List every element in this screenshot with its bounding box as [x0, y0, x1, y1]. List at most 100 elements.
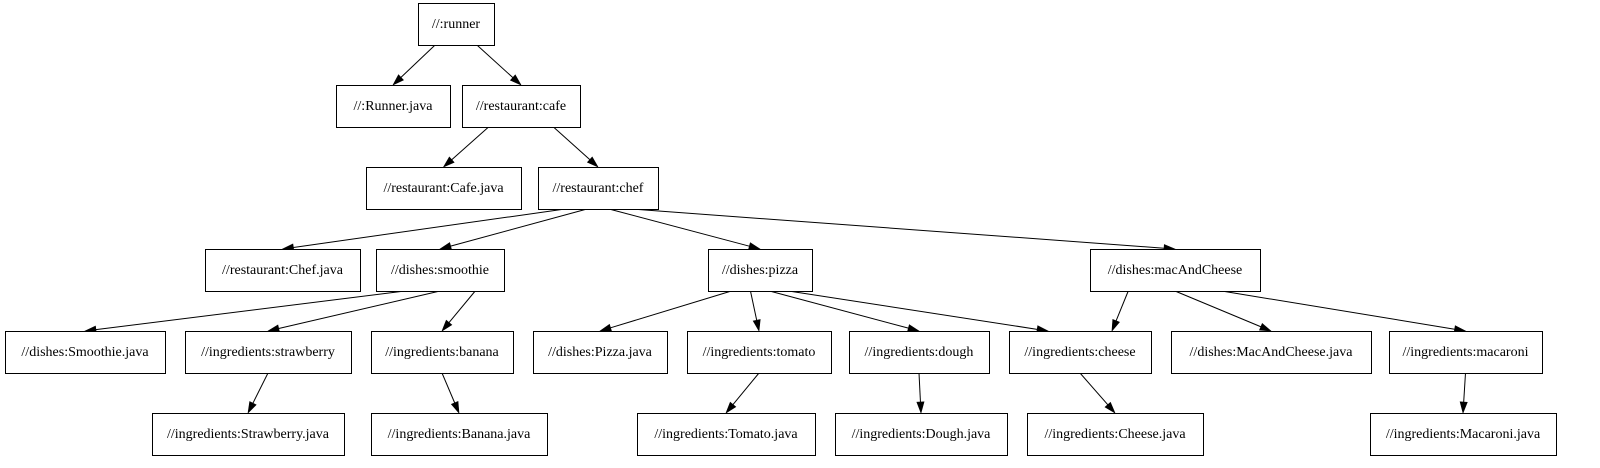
edge-line: [1115, 290, 1129, 322]
node-box[interactable]: [1370, 413, 1557, 456]
arrowhead-icon: [907, 324, 920, 332]
node-label: //ingredients:dough: [865, 345, 974, 360]
node-cafe_java[interactable]: //restaurant:Cafe.java: [366, 167, 522, 210]
edge-runner-to-runner_java: [392, 44, 436, 86]
edge-pizza-to-tomato: [749, 290, 761, 332]
node-box[interactable]: [708, 249, 813, 292]
edge-line: [400, 44, 436, 78]
node-box[interactable]: [849, 331, 990, 374]
node-label: //ingredients:tomato: [703, 345, 816, 360]
edge-pizza-to-pizza_java: [599, 290, 732, 332]
node-box[interactable]: [637, 413, 816, 456]
node-chef[interactable]: //restaurant:chef: [538, 167, 659, 210]
node-macandcheese[interactable]: //dishes:macAndCheese: [1090, 249, 1261, 292]
node-box[interactable]: [1009, 331, 1152, 374]
node-box[interactable]: [152, 413, 345, 456]
node-label: //restaurant:Cafe.java: [383, 181, 504, 196]
node-box[interactable]: [5, 331, 166, 374]
edge-chef-to-pizza: [608, 208, 761, 250]
edge-line: [476, 44, 514, 78]
edge-line: [278, 290, 441, 329]
edge-line: [732, 372, 760, 405]
edge-line: [1174, 290, 1262, 328]
edge-tomato-to-tomato_java: [725, 372, 760, 414]
arrowhead-icon: [509, 74, 522, 86]
node-label: //ingredients:macaroni: [1403, 345, 1529, 360]
node-box[interactable]: [462, 85, 581, 128]
edge-runner-to-cafe: [476, 44, 522, 86]
node-runner_java[interactable]: //:Runner.java: [336, 85, 451, 128]
edge-macaroni-to-macaroni_java: [1459, 372, 1468, 414]
node-box[interactable]: [538, 167, 659, 210]
node-label: //dishes:smoothie: [391, 263, 489, 278]
node-strawberry[interactable]: //ingredients:strawberry: [185, 331, 352, 374]
node-label: //ingredients:Macaroni.java: [1386, 427, 1541, 442]
node-box[interactable]: [1027, 413, 1204, 456]
node-macaroni_java[interactable]: //ingredients:Macaroni.java: [1370, 413, 1557, 456]
node-dough_java[interactable]: //ingredients:Dough.java: [835, 413, 1008, 456]
edge-line: [1221, 290, 1455, 330]
node-strawberry_java[interactable]: //ingredients:Strawberry.java: [152, 413, 345, 456]
arrowhead-icon: [1459, 401, 1468, 414]
edge-line: [448, 290, 476, 323]
node-smoothie[interactable]: //dishes:smoothie: [376, 249, 505, 292]
node-box[interactable]: [366, 167, 522, 210]
node-tomato_java[interactable]: //ingredients:Tomato.java: [637, 413, 816, 456]
edge-line: [610, 290, 732, 329]
arrowhead-icon: [450, 401, 460, 414]
edge-banana-to-banana_java: [441, 372, 460, 414]
edge-line: [749, 290, 758, 321]
edge-line: [441, 372, 456, 404]
node-smoothie_java[interactable]: //dishes:Smoothie.java: [5, 331, 166, 374]
edge-chef-to-smoothie: [439, 208, 588, 250]
node-cafe[interactable]: //restaurant:cafe: [462, 85, 581, 128]
node-banana[interactable]: //ingredients:banana: [371, 331, 514, 374]
node-box[interactable]: [1389, 331, 1543, 374]
node-runner[interactable]: //:runner: [418, 3, 495, 46]
node-cheese[interactable]: //ingredients:cheese: [1009, 331, 1152, 374]
node-tomato[interactable]: //ingredients:tomato: [687, 331, 832, 374]
node-chef_java[interactable]: //restaurant:Chef.java: [205, 249, 361, 292]
node-box[interactable]: [533, 331, 668, 374]
node-box[interactable]: [835, 413, 1008, 456]
edge-chef-to-macandcheese: [630, 208, 1176, 253]
edge-line: [553, 126, 591, 161]
arrowhead-icon: [392, 74, 404, 86]
node-box[interactable]: [205, 249, 361, 292]
node-box[interactable]: [1171, 331, 1372, 374]
edge-macandcheese-to-cheese: [1111, 290, 1129, 332]
node-box[interactable]: [687, 331, 832, 374]
edge-line: [1463, 372, 1466, 403]
node-box[interactable]: [371, 413, 548, 456]
arrowhead-icon: [916, 401, 925, 414]
node-box[interactable]: [418, 3, 495, 46]
arrowhead-icon: [1104, 401, 1116, 414]
node-box[interactable]: [376, 249, 505, 292]
edge-line: [918, 372, 921, 403]
arrowhead-icon: [1111, 319, 1120, 332]
node-macaroni[interactable]: //ingredients:macaroni: [1389, 331, 1543, 374]
edge-line: [1079, 372, 1109, 406]
node-macandcheese_java[interactable]: //dishes:MacAndCheese.java: [1171, 331, 1372, 374]
node-banana_java[interactable]: //ingredients:Banana.java: [371, 413, 548, 456]
edge-macandcheese-to-macaroni: [1221, 290, 1467, 334]
node-box[interactable]: [1090, 249, 1261, 292]
node-box[interactable]: [336, 85, 451, 128]
node-cheese_java[interactable]: //ingredients:Cheese.java: [1027, 413, 1204, 456]
node-label: //dishes:MacAndCheese.java: [1190, 345, 1354, 360]
node-box[interactable]: [185, 331, 352, 374]
node-pizza[interactable]: //dishes:pizza: [708, 249, 813, 292]
arrowhead-icon: [439, 242, 452, 250]
edge-line: [769, 290, 909, 329]
arrowhead-icon: [599, 323, 612, 332]
node-dough[interactable]: //ingredients:dough: [849, 331, 990, 374]
arrowhead-icon: [586, 156, 599, 168]
edge-smoothie-to-smoothie_java: [84, 290, 405, 334]
arrowhead-icon: [267, 324, 280, 333]
arrowhead-icon: [752, 319, 761, 332]
node-box[interactable]: [371, 331, 514, 374]
node-pizza_java[interactable]: //dishes:Pizza.java: [533, 331, 668, 374]
edge-line: [451, 126, 489, 161]
node-label: //ingredients:strawberry: [201, 345, 335, 360]
